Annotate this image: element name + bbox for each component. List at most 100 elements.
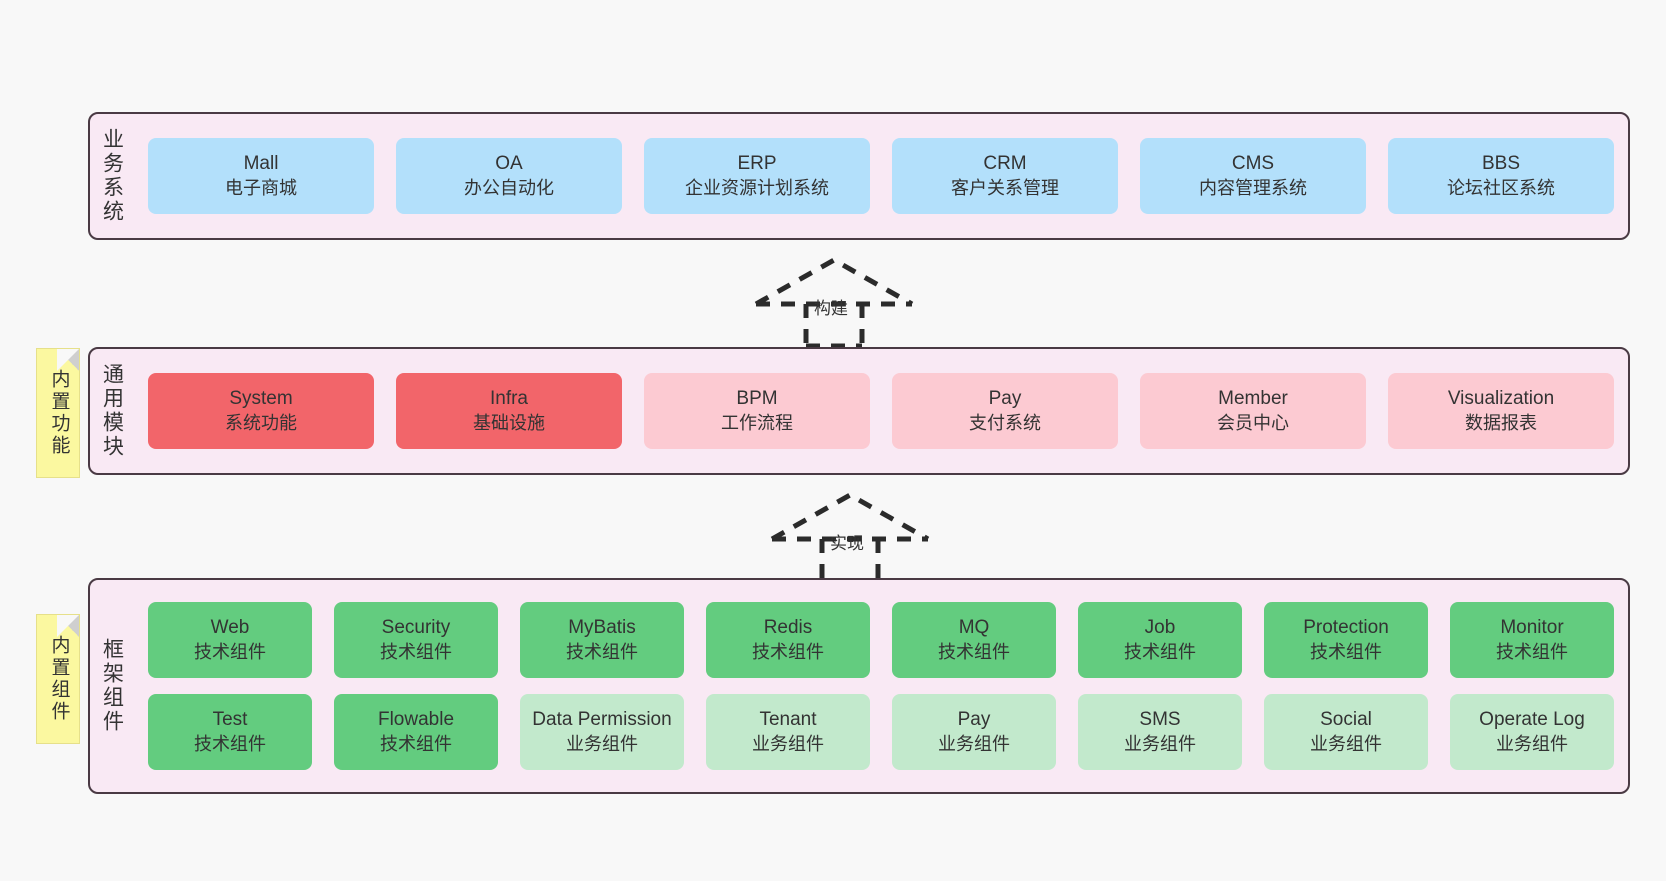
card-social[interactable]: Social 业务组件 xyxy=(1264,694,1428,770)
card-redis-cn: 技术组件 xyxy=(752,641,824,662)
framework-layer-title: 框架组件 xyxy=(100,638,124,734)
card-operate-log[interactable]: Operate Log 业务组件 xyxy=(1450,694,1614,770)
card-data-permission-en: Data Permission xyxy=(532,709,672,731)
framework-layer-body: Web 技术组件 Security 技术组件 MyBatis 技术组件 Redi… xyxy=(134,580,1628,792)
card-pay-en: Pay xyxy=(988,388,1022,410)
business-layer-title: 业务系统 xyxy=(100,128,124,224)
sticky-note-builtin-component-label: 内置组件 xyxy=(48,635,70,723)
business-card-row: Mall 电子商城 OA 办公自动化 ERP 企业资源计划系统 CRM 客户关系… xyxy=(148,138,1614,214)
card-bbs[interactable]: BBS 论坛社区系统 xyxy=(1388,138,1614,214)
card-visualization-en: Visualization xyxy=(1447,388,1555,410)
connector-implement: 实现 xyxy=(760,487,940,584)
card-bpm-en: BPM xyxy=(736,388,778,410)
card-erp[interactable]: ERP 企业资源计划系统 xyxy=(644,138,870,214)
card-test-cn: 技术组件 xyxy=(194,733,266,754)
card-job-en: Job xyxy=(1144,617,1176,639)
card-monitor[interactable]: Monitor 技术组件 xyxy=(1450,602,1614,678)
card-protection-en: Protection xyxy=(1303,617,1389,639)
card-redis[interactable]: Redis 技术组件 xyxy=(706,602,870,678)
business-layer-body: Mall 电子商城 OA 办公自动化 ERP 企业资源计划系统 CRM 客户关系… xyxy=(134,114,1628,238)
card-tenant-en: Tenant xyxy=(759,709,817,731)
card-job-cn: 技术组件 xyxy=(1124,641,1196,662)
card-social-cn: 业务组件 xyxy=(1310,733,1382,754)
framework-component-layer: 框架组件 Web 技术组件 Security 技术组件 MyBatis 技术组件… xyxy=(88,578,1630,794)
card-tenant[interactable]: Tenant 业务组件 xyxy=(706,694,870,770)
card-test[interactable]: Test 技术组件 xyxy=(148,694,312,770)
card-test-en: Test xyxy=(212,709,248,731)
card-system-en: System xyxy=(229,388,293,410)
sticky-note-builtin-component: 内置组件 xyxy=(36,614,80,744)
card-erp-cn: 企业资源计划系统 xyxy=(685,177,829,198)
card-crm[interactable]: CRM 客户关系管理 xyxy=(892,138,1118,214)
card-infra-en: Infra xyxy=(489,388,529,410)
page-fold-icon xyxy=(57,615,79,637)
card-web-cn: 技术组件 xyxy=(194,641,266,662)
card-bbs-cn: 论坛社区系统 xyxy=(1447,177,1555,198)
card-web[interactable]: Web 技术组件 xyxy=(148,602,312,678)
card-infra[interactable]: Infra 基础设施 xyxy=(396,373,622,449)
card-oa-cn: 办公自动化 xyxy=(464,177,554,198)
card-member-en: Member xyxy=(1218,388,1288,410)
card-infra-cn: 基础设施 xyxy=(473,412,545,433)
connector-implement-label: 实现 xyxy=(830,534,864,553)
card-erp-en: ERP xyxy=(737,153,777,175)
card-job[interactable]: Job 技术组件 xyxy=(1078,602,1242,678)
card-operate-log-cn: 业务组件 xyxy=(1496,733,1568,754)
framework-card-row-1: Web 技术组件 Security 技术组件 MyBatis 技术组件 Redi… xyxy=(148,602,1614,678)
card-cms-en: CMS xyxy=(1231,153,1275,175)
card-crm-en: CRM xyxy=(983,153,1027,175)
card-mq-cn: 技术组件 xyxy=(938,641,1010,662)
card-mybatis-cn: 技术组件 xyxy=(566,641,638,662)
card-pay-component[interactable]: Pay 业务组件 xyxy=(892,694,1056,770)
card-data-permission-cn: 业务组件 xyxy=(566,733,638,754)
card-oa-en: OA xyxy=(495,153,523,175)
card-cms[interactable]: CMS 内容管理系统 xyxy=(1140,138,1366,214)
card-web-en: Web xyxy=(210,617,250,639)
common-module-layer: 通用模块 System 系统功能 Infra 基础设施 BPM 工作流程 Pay… xyxy=(88,347,1630,475)
card-pay-cn: 支付系统 xyxy=(969,412,1041,433)
card-mall-cn: 电子商城 xyxy=(225,177,297,198)
card-system[interactable]: System 系统功能 xyxy=(148,373,374,449)
sticky-note-builtin-function-label: 内置功能 xyxy=(48,369,70,457)
card-member[interactable]: Member 会员中心 xyxy=(1140,373,1366,449)
card-bpm[interactable]: BPM 工作流程 xyxy=(644,373,870,449)
card-oa[interactable]: OA 办公自动化 xyxy=(396,138,622,214)
card-flowable-cn: 技术组件 xyxy=(380,733,452,754)
card-mybatis[interactable]: MyBatis 技术组件 xyxy=(520,602,684,678)
card-security-en: Security xyxy=(381,617,451,639)
card-sms[interactable]: SMS 业务组件 xyxy=(1078,694,1242,770)
card-bbs-en: BBS xyxy=(1481,153,1521,175)
card-security[interactable]: Security 技术组件 xyxy=(334,602,498,678)
card-monitor-cn: 技术组件 xyxy=(1496,641,1568,662)
framework-card-row-2: Test 技术组件 Flowable 技术组件 Data Permission … xyxy=(148,694,1614,770)
card-system-cn: 系统功能 xyxy=(225,412,297,433)
connector-build: 构建 xyxy=(744,252,924,349)
card-visualization[interactable]: Visualization 数据报表 xyxy=(1388,373,1614,449)
card-protection-cn: 技术组件 xyxy=(1310,641,1382,662)
generalization-arrow-icon xyxy=(770,492,930,584)
card-social-en: Social xyxy=(1320,709,1372,731)
card-mall[interactable]: Mall 电子商城 xyxy=(148,138,374,214)
card-mall-en: Mall xyxy=(243,153,279,175)
business-system-layer: 业务系统 Mall 电子商城 OA 办公自动化 ERP 企业资源计划系统 CRM… xyxy=(88,112,1630,240)
card-pay-component-cn: 业务组件 xyxy=(938,733,1010,754)
card-sms-cn: 业务组件 xyxy=(1124,733,1196,754)
card-security-cn: 技术组件 xyxy=(380,641,452,662)
card-monitor-en: Monitor xyxy=(1500,617,1564,639)
card-flowable[interactable]: Flowable 技术组件 xyxy=(334,694,498,770)
generalization-arrow-icon xyxy=(754,257,914,349)
card-pay[interactable]: Pay 支付系统 xyxy=(892,373,1118,449)
card-redis-en: Redis xyxy=(763,617,813,639)
card-pay-component-en: Pay xyxy=(957,709,991,731)
card-tenant-cn: 业务组件 xyxy=(752,733,824,754)
card-flowable-en: Flowable xyxy=(377,709,455,731)
card-visualization-cn: 数据报表 xyxy=(1465,412,1537,433)
card-mq[interactable]: MQ 技术组件 xyxy=(892,602,1056,678)
page-fold-icon xyxy=(57,349,79,371)
card-protection[interactable]: Protection 技术组件 xyxy=(1264,602,1428,678)
sticky-note-builtin-function: 内置功能 xyxy=(36,348,80,478)
card-sms-en: SMS xyxy=(1139,709,1181,731)
card-data-permission[interactable]: Data Permission 业务组件 xyxy=(520,694,684,770)
common-card-row: System 系统功能 Infra 基础设施 BPM 工作流程 Pay 支付系统… xyxy=(148,373,1614,449)
